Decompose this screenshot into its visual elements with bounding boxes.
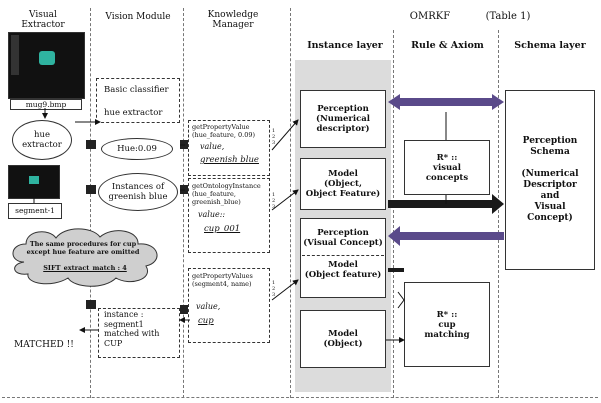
hue-extractor-ellipse: hue extractor [12, 120, 72, 160]
arrow-km-visual [271, 279, 299, 301]
knowledge-manager-header: Knowledge Manager [207, 10, 259, 30]
segment-image [8, 165, 60, 199]
visual-concepts-box: R* :: visual concepts [404, 140, 490, 195]
query1-call: getPropertyValue (hue_feature, 0.09) [192, 123, 256, 139]
camera-image [8, 32, 85, 99]
mug-object [39, 51, 55, 65]
bottom-border [2, 397, 598, 398]
perception-numerical-box: Perception (Numerical descriptor) [300, 90, 386, 148]
query2-value: value:: [198, 210, 226, 219]
query3-box [188, 268, 270, 343]
hue-value-ellipse: Hue:0.09 [101, 138, 173, 160]
separator-4 [393, 30, 394, 398]
visual-extractor-header: Visual Extractor [21, 10, 65, 30]
cup-matching-box: R* :: cup matching [404, 282, 490, 367]
port-2 [86, 185, 96, 194]
arrow-km-perception [271, 119, 299, 151]
port-1 [86, 140, 96, 149]
query3-value: value, [196, 302, 221, 311]
arrow-cup-in [397, 291, 405, 309]
instance-layer-header: Instance layer [307, 40, 383, 51]
arrow-km-model [271, 189, 299, 211]
cloud-shape [12, 228, 158, 287]
schema-layer-header: Schema layer [514, 40, 586, 51]
vision-hue-extractor: hue extractor [104, 108, 163, 118]
mini-index-3: 1 2 3 [272, 280, 276, 298]
query2-box [188, 178, 270, 253]
separator-5 [498, 30, 499, 398]
instance-matched-box [98, 308, 180, 358]
query2-call: getOntologyInstance (hue_feature, greeni… [192, 182, 261, 206]
perception-visual-text: Perception (Visual Concept) [303, 228, 383, 248]
instances-ellipse: Instances of greenish blue [98, 173, 178, 211]
separator-3 [290, 8, 291, 398]
query1-value: value, [200, 142, 225, 151]
basic-classifier: Basic classifier [104, 85, 169, 95]
perception-visual-group [300, 218, 386, 298]
cloud-sub: SIFT_extract_match : 4 [43, 264, 127, 272]
cloud-text: The same procedures for cup except hue f… [26, 240, 140, 256]
image-shadow [11, 35, 19, 75]
model-object-box: Model (Object) [300, 310, 386, 368]
query1-result: greenish blue [200, 155, 259, 165]
matched-text: MATCHED !! [14, 340, 74, 350]
mini-index-1: 1 2 3 [272, 128, 276, 146]
table-ref: (Table 1) [485, 11, 531, 22]
perception-schema-box: Perception Schema (Numerical Descriptor … [505, 90, 595, 270]
perception-visual-divider [302, 255, 384, 256]
query1-box [188, 120, 270, 176]
arrow-schema-visual [388, 226, 504, 246]
model-object-feature-box: Model (Object, Object Feature) [300, 158, 386, 210]
separator-1 [90, 8, 91, 398]
arrow-perception-schema [388, 94, 504, 110]
query2-result: cup_001 [204, 224, 241, 234]
image-caption: mug9.bmp [10, 99, 82, 110]
segment-label: segment-1 [8, 203, 62, 219]
separator-2 [183, 8, 184, 398]
mini-index-2: 1 2 3 [272, 192, 276, 210]
query3-call: getPropertyValues (segment4, name) [192, 272, 253, 288]
segment-object [29, 176, 39, 184]
query3-result: cup [198, 316, 214, 326]
arrow-model-cup [388, 268, 404, 272]
port-6 [86, 300, 96, 309]
rule-axiom-header: Rule & Axiom [411, 40, 484, 51]
vision-module-header: Vision Module [105, 12, 171, 22]
vision-dashed-group [96, 78, 180, 123]
instance-matched-text: instance : segment1 matched with CUP [104, 310, 160, 348]
model-object-feature2-text: Model (Object feature) [304, 260, 382, 280]
port-5 [180, 305, 190, 314]
omrkf-header: OMRKF [409, 11, 451, 22]
